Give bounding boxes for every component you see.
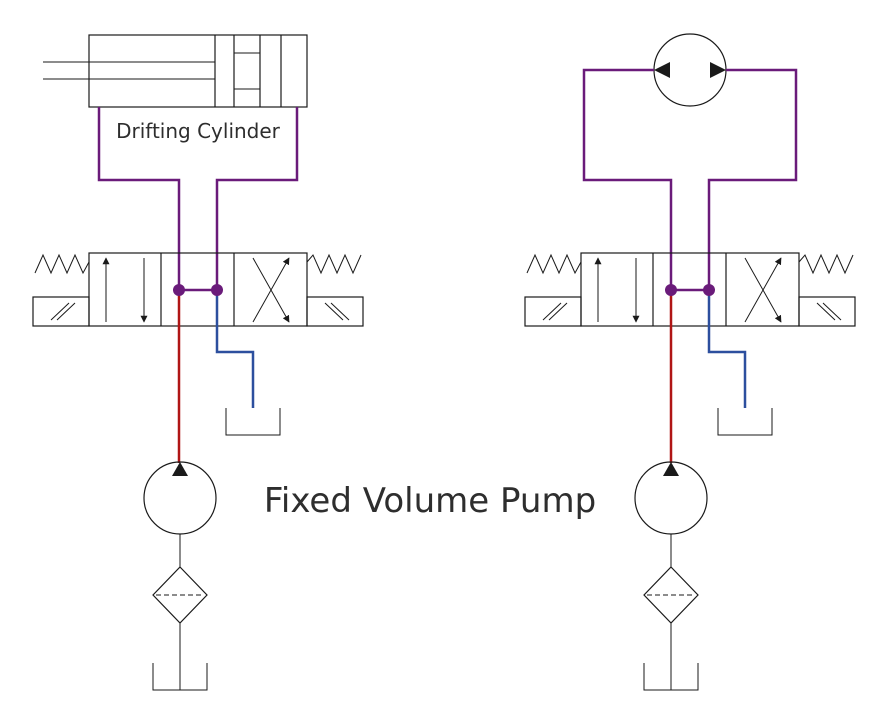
motor-arrow-icon	[710, 62, 726, 78]
solenoid-coil	[822, 302, 842, 321]
junction-dot	[211, 284, 223, 296]
solenoid-coil	[56, 302, 76, 321]
junction-dot	[173, 284, 185, 296]
solenoid-coil	[330, 302, 350, 321]
filter-icon	[643, 566, 699, 624]
return-line	[707, 290, 747, 408]
directional-valve	[32, 252, 364, 327]
solenoid-coil	[324, 302, 344, 321]
solenoid-left	[32, 296, 90, 327]
return-line	[215, 290, 255, 408]
spring-icon	[798, 253, 854, 275]
hydraulic-motor	[653, 33, 727, 107]
double-acting-cylinder	[43, 34, 308, 108]
fixed-volume-pump	[143, 461, 217, 535]
solenoid-coil	[548, 302, 568, 321]
filter-icon	[152, 566, 208, 624]
work-line-b	[707, 68, 798, 290]
solenoid-left	[524, 296, 582, 327]
flow-arrow-cross	[744, 257, 782, 323]
solenoid-coil	[816, 302, 836, 321]
junction-dot	[703, 284, 715, 296]
solenoid-coil	[542, 302, 562, 321]
tank-icon	[643, 663, 699, 691]
spring-icon	[526, 253, 582, 275]
pump-label: Fixed Volume Pump	[264, 481, 596, 521]
pump-arrow-icon	[172, 462, 188, 476]
motor-circuit	[524, 33, 856, 691]
valve-body	[580, 252, 800, 327]
cylinder-label: Drifting Cylinder	[116, 119, 281, 143]
directional-valve	[524, 252, 856, 327]
junction-dot	[665, 284, 677, 296]
valve-body	[88, 252, 308, 327]
pump-arrow-icon	[663, 462, 679, 476]
flow-arrow-cross	[252, 257, 290, 323]
motor-arrow-icon	[654, 62, 670, 78]
fixed-volume-pump	[634, 461, 708, 535]
solenoid-right	[798, 296, 856, 327]
solenoid-coil	[50, 302, 70, 321]
spring-icon	[306, 253, 362, 275]
work-line-a	[582, 68, 673, 290]
work-line-a	[97, 107, 181, 290]
tank-icon	[717, 408, 773, 436]
solenoid-right	[306, 296, 364, 327]
tank-icon	[225, 408, 281, 436]
cylinder-circuit: Drifting Cylinder	[32, 34, 364, 691]
tank-icon	[152, 663, 208, 691]
cylinder-barrel	[88, 34, 308, 108]
spring-icon	[34, 253, 90, 275]
work-line-b	[215, 107, 299, 290]
